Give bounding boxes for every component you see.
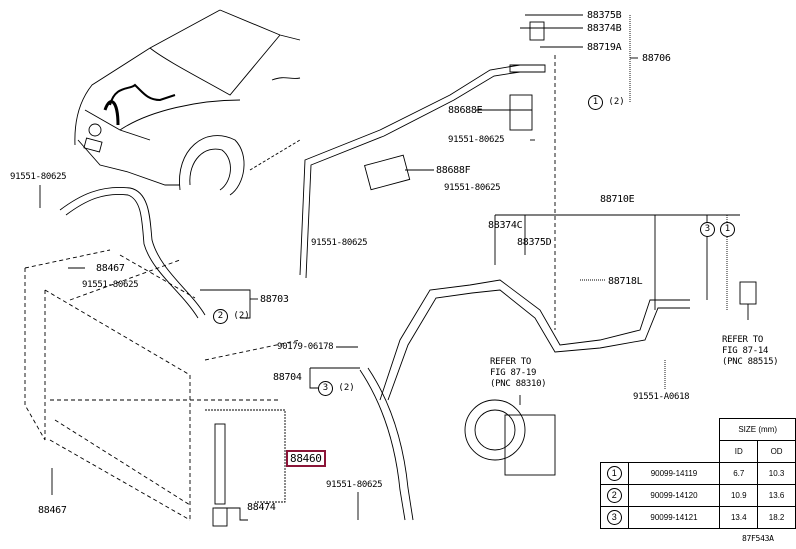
part-label-88688E[interactable]: 88688E (448, 105, 483, 116)
row-id: 10.9 (719, 484, 759, 507)
refer-line: REFER TO (722, 335, 763, 345)
bolt-label[interactable]: 91551-80625 (311, 238, 368, 248)
part-label-88460-highlighted[interactable]: 88460 (286, 450, 326, 467)
refer-note-compressor: REFER TO FIG 87-19 (PNC 88310) (490, 357, 547, 390)
table-row: 2 90099-14120 10.9 13.6 (600, 484, 796, 507)
hose-lines (59, 64, 690, 521)
row-part[interactable]: 90099-14119 (627, 462, 721, 485)
part-label-90179-06178[interactable]: 90179-06178 (277, 342, 334, 352)
row-number: 2 (606, 488, 622, 503)
refer-fig-link[interactable]: FIG 87-19 (490, 368, 537, 378)
part-label-88718L[interactable]: 88718L (608, 276, 643, 287)
refer-line: REFER TO (490, 357, 531, 367)
part-label-88688F[interactable]: 88688F (436, 165, 471, 176)
part-label-88719A[interactable]: 88719A (587, 42, 622, 53)
oring-callout: 2 (2) (213, 309, 250, 324)
bolt-label[interactable]: 91551-80625 (10, 172, 67, 182)
part-label-88375B[interactable]: 88375B (587, 10, 622, 21)
oring-size-table: SIZE (mm) ID OD 1 90099-14119 6.7 10.3 2… (600, 418, 796, 529)
refer-pnc: (PNC 88515) (722, 357, 779, 367)
part-label-88374B[interactable]: 88374B (587, 23, 622, 34)
bolt-label[interactable]: 91551-80625 (444, 183, 501, 193)
part-label-88467-top[interactable]: 88467 (96, 263, 125, 274)
size-header: SIZE (mm) (719, 418, 796, 441)
oring-number: 2 (213, 309, 228, 324)
oring-qty: (2) (233, 311, 250, 321)
bolt-label[interactable]: 91551-80625 (448, 135, 505, 145)
oring-qty: (2) (338, 383, 355, 393)
row-od: 13.6 (757, 484, 796, 507)
refer-fig-link[interactable]: FIG 87-14 (722, 346, 769, 356)
oring-number: 1 (588, 95, 603, 110)
refer-pnc: (PNC 88310) (490, 379, 547, 389)
table-row: 1 90099-14119 6.7 10.3 (600, 462, 796, 485)
bolt-label[interactable]: 91551-80625 (326, 480, 383, 490)
part-label-88375D[interactable]: 88375D (517, 237, 552, 248)
bolt-label[interactable]: 91551-A0618 (633, 392, 690, 402)
oring-callout: 1 (720, 222, 735, 237)
refer-note-valve: REFER TO FIG 87-14 (PNC 88515) (722, 335, 779, 368)
row-part[interactable]: 90099-14121 (627, 506, 721, 529)
oring-number: 3 (700, 222, 715, 237)
row-od: 10.3 (757, 462, 796, 485)
accumulator-illustration (364, 21, 757, 305)
oring-callout: 1 (2) (588, 95, 625, 110)
bolt-label[interactable]: 91551-80625 (82, 280, 139, 290)
oring-number: 3 (318, 381, 333, 396)
oring-callout: 3 (2) (318, 381, 355, 396)
oring-number: 1 (720, 222, 735, 237)
compressor-illustration (464, 395, 556, 476)
row-part[interactable]: 90099-14120 (627, 484, 721, 507)
part-label-88474[interactable]: 88474 (247, 502, 276, 513)
row-number: 3 (606, 510, 622, 525)
part-label-88374C[interactable]: 88374C (488, 220, 523, 231)
oring-callout: 3 (700, 222, 715, 237)
row-id: 6.7 (719, 462, 759, 485)
leader-lines (39, 14, 749, 521)
vehicle-illustration (74, 9, 301, 196)
part-label-88706[interactable]: 88706 (642, 53, 671, 64)
part-label-88467-bottom[interactable]: 88467 (38, 505, 67, 516)
row-number: 1 (606, 466, 622, 481)
part-label-88703[interactable]: 88703 (260, 294, 289, 305)
figure-code: 87F543A (742, 534, 774, 543)
row-id: 13.4 (719, 506, 759, 529)
col-id: ID (719, 440, 759, 463)
row-od: 18.2 (757, 506, 796, 529)
condenser-illustration (24, 249, 301, 521)
part-label-88710E[interactable]: 88710E (600, 194, 635, 205)
oring-qty: (2) (608, 97, 625, 107)
col-od: OD (757, 440, 796, 463)
table-row: 3 90099-14121 13.4 18.2 (600, 506, 796, 529)
part-label-88704[interactable]: 88704 (273, 372, 302, 383)
